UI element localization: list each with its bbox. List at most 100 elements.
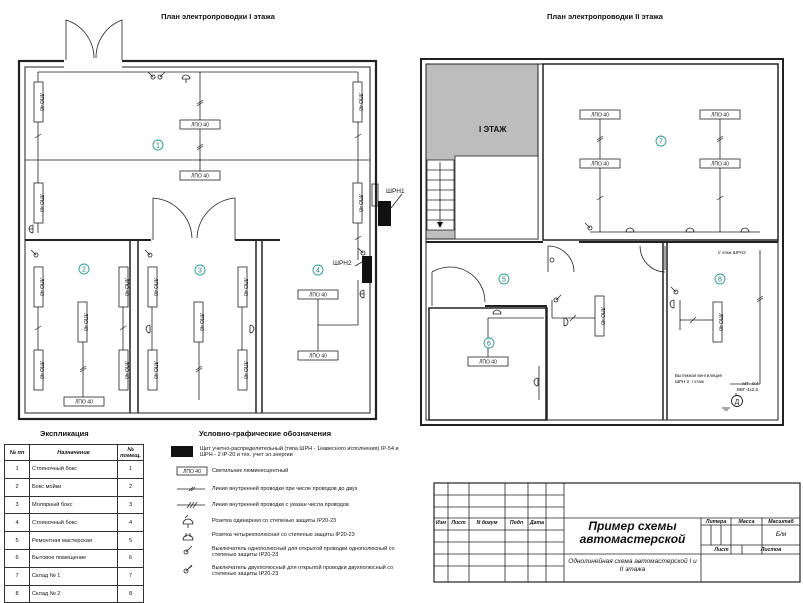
panel-shrn1: ШРН1 [371,183,405,226]
header-room: № помещ. [117,444,144,461]
svg-text:ЛПО 40: ЛПО 40 [38,278,44,296]
shrn2-note: // этаж ШРН2 [718,250,746,255]
vent-note-2: ШРН 2, I этаж [675,379,704,384]
tb-col-list: Лист [451,520,466,526]
svg-text:ЛПО 40: ЛПО 40 [717,313,723,331]
legend-item-panel: Щит учетно-распределительный (типа ШРН -… [200,446,399,459]
legend-item-switch-single: Выключатель однополюсный для открытой пр… [212,546,395,559]
svg-text:6: 6 [487,341,491,348]
floor1-switches [30,71,366,258]
entrance-double-door [65,19,123,60]
panel-shrn2: ШРН2 [333,256,372,283]
tb-scale-value: Б/м [775,531,787,538]
tb-litera: Литера [705,519,727,525]
vent-note-1: Вытяжная вентиляция [675,373,722,378]
svg-text:ЛПО 40: ЛПО 40 [711,162,729,168]
floor2-lamp-labels: ЛПО 40 ЛПО 40 ЛПО 40 ЛПО 40 ЛПО 40 ЛПО 4… [479,113,729,366]
tb-col-sign: Подп [509,520,524,526]
legend-item-socket-single: Розетка одинарная со степенью защиты IP2… [212,518,337,524]
header-num: № пп [4,444,30,461]
svg-text:ЛПО 40: ЛПО 40 [152,278,158,296]
svg-text:ЛПО 40: ЛПО 40 [183,469,201,475]
svg-text:3: 3 [198,268,202,275]
tb-col-date: Дата [529,520,545,526]
svg-text:2: 2 [82,267,86,274]
tb-mass: Масса [738,519,755,525]
legend-item-line-count: Линия внутренней проводки с указан числа… [212,502,349,508]
svg-text:8: 8 [718,277,722,284]
tb-col-doc: N докум [476,520,498,526]
floor2-walls [420,58,784,426]
floor2-title: План электропроводки II этажа [547,12,664,21]
inner-double-door [152,197,236,240]
floor1-room-numbers: 1 2 3 4 [78,139,324,276]
legend-panel-symbol [171,446,193,457]
title-block-frame [433,482,801,583]
drawing-subtitle: Однолинейная схема автомастерской I и II… [568,558,697,573]
svg-text:ЛПО 40: ЛПО 40 [82,313,88,331]
floor1-lamp-labels: ЛПО 40 ЛПО 40 ЛПО 40 ЛПО 40 ЛПО 40 ЛПО 4… [38,93,363,405]
svg-text:ЛПО 40: ЛПО 40 [591,162,609,168]
tb-scale: Масштаб [768,519,794,525]
floor2-room-numbers: 5 6 7 8 [483,135,726,349]
svg-text:ЛПО 40: ЛПО 40 [198,313,204,331]
svg-text:ЛПО 40: ЛПО 40 [309,354,327,360]
cable-note-2: ВВГ-4х2.5 [737,387,758,392]
shrn2-label: ШРН2 [333,260,352,267]
legend-item-socket-four: Розетка четырехполюсная со степенью защи… [212,532,355,538]
svg-text:ЛПО 40: ЛПО 40 [242,361,248,379]
tb-sheet: Лист [714,547,729,553]
wiring-hatch-marks [34,99,362,373]
floor1-title: План электропроводки I этажа [161,12,276,21]
cable-note-1: АП - 0.4 [742,381,759,386]
svg-text:ЛПО 40: ЛПО 40 [38,361,44,379]
floor2-lamps [467,109,741,367]
svg-text:ЛПО 40: ЛПО 40 [711,113,729,119]
svg-text:ЛПО 40: ЛПО 40 [38,194,44,212]
svg-text:ЛПО 40: ЛПО 40 [242,278,248,296]
svg-text:4: 4 [316,268,320,275]
svg-text:ЛПО 40: ЛПО 40 [479,360,497,366]
floor2-annotations: // этаж ШРН2 Вытяжная вентиляция ШРН 2, … [675,250,759,392]
svg-text:ЛПО 40: ЛПО 40 [191,123,209,129]
floor1-lamps [33,81,363,407]
svg-text:ЛПО 40: ЛПО 40 [357,93,363,111]
svg-text:ЛПО 40: ЛПО 40 [591,113,609,119]
legend-symbols: ЛПО 40 [171,446,208,574]
stairwell: I ЭТАЖ [425,63,539,240]
floor1-walls [17,58,378,421]
floor2-hatch-marks [569,135,764,324]
floor1-wiring [37,71,359,400]
floor1-sockets [28,74,365,334]
table-header-row: № пп Назначение № помещ. [4,444,144,461]
svg-text:ЛПО 40: ЛПО 40 [191,174,209,180]
svg-text:ЛПО 40: ЛПО 40 [123,361,129,379]
svg-text:7: 7 [659,139,663,146]
legend-title: Условно-графические обозначения [199,429,332,438]
svg-text:ЛПО 40: ЛПО 40 [75,400,93,406]
floor2-doors [431,245,666,306]
stair-label: I ЭТАЖ [479,125,507,134]
tb-col-izm: Изм [435,520,447,526]
floor2-sockets-switches [492,222,750,387]
motor-symbol: Д [735,399,740,406]
svg-text:ЛПО 40: ЛПО 40 [599,307,605,325]
svg-text:1: 1 [156,143,160,150]
svg-text:ЛПО 40: ЛПО 40 [152,361,158,379]
svg-text:ЛПО 40: ЛПО 40 [123,278,129,296]
svg-text:ЛПО 40: ЛПО 40 [357,194,363,212]
legend-item-switch-double: Выключатель двухполюсный для открытой пр… [212,565,394,578]
svg-text:ЛПО 40: ЛПО 40 [309,293,327,299]
legend-item-lamp: Светильник люминесцентный [212,468,289,474]
svg-text:ЛПО 40: ЛПО 40 [38,93,44,111]
tb-sheets: Листов [760,547,782,553]
drawing-title: Пример схемы автомастерской [579,519,686,546]
